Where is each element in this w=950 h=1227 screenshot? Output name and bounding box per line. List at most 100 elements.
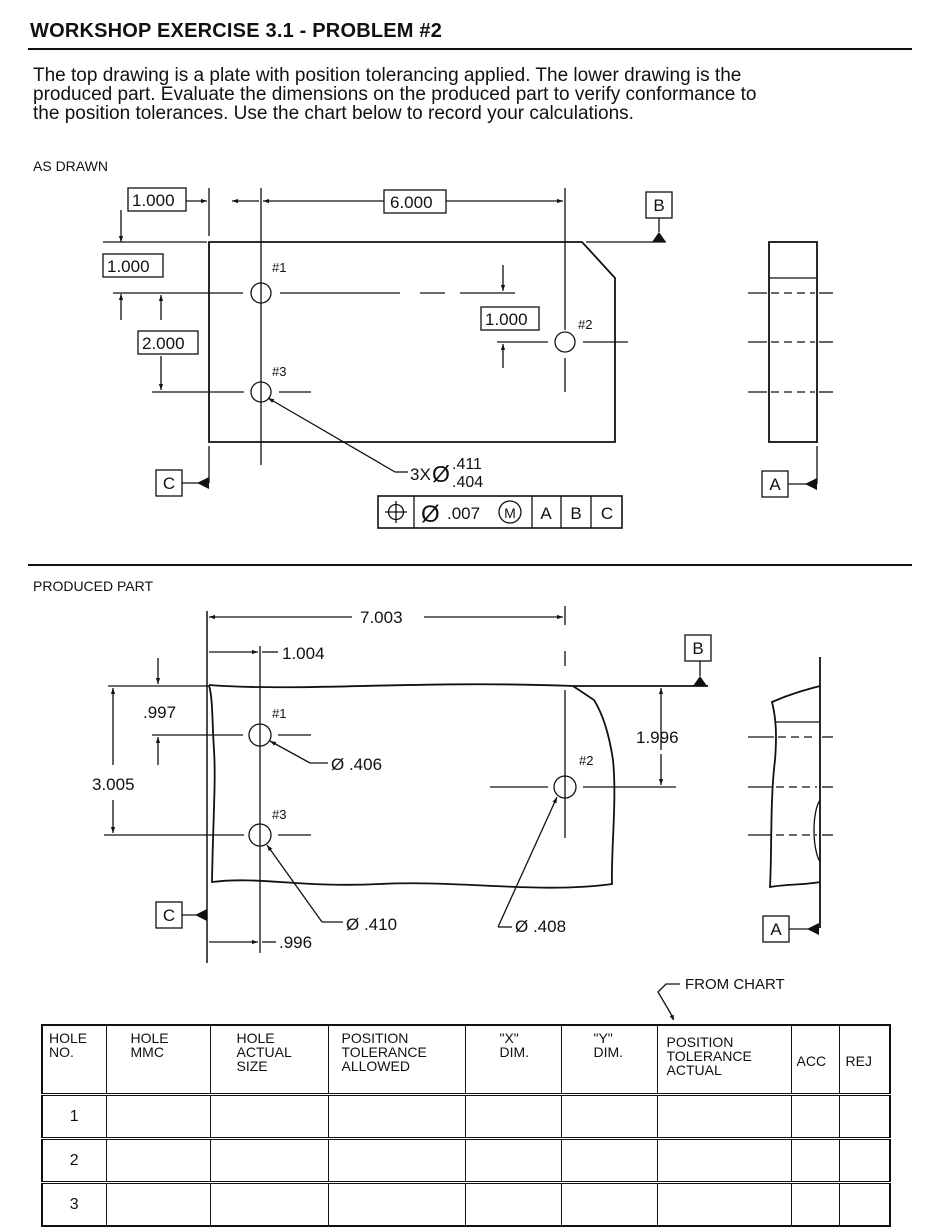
rej-cell[interactable] (838, 1181, 891, 1227)
svg-text:#3: #3 (272, 807, 286, 822)
position-tolerance-actual-cell[interactable] (656, 1137, 792, 1183)
produced-datum-c-triangle-icon (195, 909, 207, 921)
intro-text: The top drawing is a plate with position… (33, 66, 913, 123)
rej-cell[interactable] (838, 1137, 891, 1183)
dim-overall-x: 7.003 (360, 608, 403, 627)
produced-dim-texts: 7.003 1.004 .997 3.005 1.996 .996 Ø .406… (92, 608, 679, 952)
svg-text:#3: #3 (272, 364, 286, 379)
produced-hole-1 (248, 723, 272, 747)
hole-3 (250, 381, 272, 403)
svg-text:A: A (770, 920, 782, 939)
svg-text:C: C (163, 474, 175, 493)
as-drawn-label: AS DRAWN (33, 158, 108, 174)
header-x-dim: "X"DIM. (464, 1024, 562, 1095)
dim-hole2-offset: 1.000 (485, 310, 528, 329)
x-dim-cell[interactable] (464, 1181, 562, 1227)
hole-actual-size-cell[interactable] (209, 1181, 329, 1227)
hole-mmc-cell[interactable] (105, 1137, 211, 1183)
svg-text:B: B (653, 196, 664, 215)
hole-no-cell: 1 (41, 1093, 107, 1139)
hole-2 (554, 331, 576, 353)
y-dim-cell[interactable] (560, 1137, 658, 1183)
as-drawn-hole-labels: #1 #2 #3 (272, 260, 592, 379)
header-y-dim: "Y"DIM. (560, 1024, 658, 1095)
hole-mmc-cell[interactable] (105, 1181, 211, 1227)
x-dim-cell[interactable] (464, 1137, 562, 1183)
as-drawn-datum-triangles (197, 232, 817, 490)
plate-outline (208, 241, 616, 443)
produced-hole-labels: #1 #2 #3 (272, 706, 593, 822)
fcf-texts: Ø .007 M A B C (421, 501, 613, 528)
position-tolerance-actual-cell[interactable] (656, 1181, 792, 1227)
svg-text:.411: .411 (452, 456, 482, 473)
produced-datum-triangles (195, 676, 819, 935)
dim-hole1-x: 1.004 (282, 644, 325, 663)
intro-line: the position tolerances. Use the chart b… (33, 103, 634, 124)
produced-datum-a-triangle-icon (807, 923, 819, 935)
y-dim-cell[interactable] (560, 1093, 658, 1139)
mmc-modifier-icon (498, 500, 522, 524)
as-drawn-dim-boxes (102, 187, 540, 355)
acc-cell[interactable] (790, 1137, 840, 1183)
svg-text:3X: 3X (410, 465, 431, 484)
hole-size-1: Ø .406 (331, 755, 382, 774)
position-tolerance-allowed-cell[interactable] (327, 1181, 466, 1227)
acc-cell[interactable] (790, 1181, 840, 1227)
dim-hole-spacing-y: 3.005 (92, 775, 135, 794)
position-tolerance-actual-cell[interactable] (656, 1093, 792, 1139)
produced-part-label: PRODUCED PART (33, 578, 154, 594)
as-drawn-dim-texts: 1.000 6.000 1.000 2.000 1.000 (107, 191, 528, 353)
table-row: 1 (41, 1093, 891, 1139)
intro-line: produced part. Evaluate the dimensions o… (33, 84, 757, 105)
table-row: 3 (41, 1181, 891, 1227)
hole-callout: 3X Ø .411 .404 (410, 456, 483, 491)
rej-cell[interactable] (838, 1093, 891, 1139)
svg-text:C: C (601, 504, 613, 523)
produced-side-view-outline (769, 684, 821, 889)
dim-left-edge: 1.000 (132, 191, 175, 210)
datum-c-triangle-icon (197, 477, 209, 489)
y-dim-cell[interactable] (560, 1181, 658, 1227)
title-divider (28, 48, 912, 50)
position-tolerance-allowed-cell[interactable] (327, 1137, 466, 1183)
header-acc: ACC (790, 1024, 840, 1095)
intro-line: The top drawing is a plate with position… (33, 65, 742, 86)
x-dim-cell[interactable] (464, 1093, 562, 1139)
page-title: WORKSHOP EXERCISE 3.1 - PROBLEM #2 (30, 20, 443, 42)
side-view-outline (768, 241, 818, 443)
svg-text:A: A (769, 475, 781, 494)
svg-text:#1: #1 (272, 706, 286, 721)
hole-no-cell: 3 (41, 1181, 107, 1227)
header-rej: REJ (838, 1024, 891, 1095)
svg-text:C: C (163, 906, 175, 925)
from-chart-label: FROM CHART (685, 976, 785, 993)
dim-hole-spacing-y: 2.000 (142, 334, 185, 353)
svg-text:B: B (692, 639, 703, 658)
produced-datum-b-triangle-icon (693, 676, 707, 686)
svg-text:#2: #2 (579, 753, 593, 768)
hole-mmc-cell[interactable] (105, 1093, 211, 1139)
engineering-drawing: 1.000 6.000 1.000 2.000 1.000 #1 #2 #3 3… (92, 187, 833, 1020)
svg-text:M: M (504, 505, 516, 521)
section-divider (28, 564, 912, 566)
dim-hole2-y: 1.996 (636, 728, 679, 747)
acc-cell[interactable] (790, 1093, 840, 1139)
feature-control-frame (377, 495, 623, 529)
as-drawn-view (103, 188, 833, 529)
svg-text:Ø: Ø (421, 501, 440, 528)
hole-actual-size-cell[interactable] (209, 1137, 329, 1183)
svg-text:.007: .007 (447, 504, 480, 523)
as-drawn-datum-letters: B C A (163, 196, 781, 494)
dim-hole-spacing-x: 6.000 (390, 193, 433, 212)
dim-top-edge: 1.000 (107, 257, 150, 276)
hole-actual-size-cell[interactable] (209, 1093, 329, 1139)
position-tolerance-allowed-cell[interactable] (327, 1093, 466, 1139)
svg-text:#1: #1 (272, 260, 286, 275)
svg-text:.404: .404 (452, 474, 483, 491)
datum-a-triangle-icon (805, 478, 817, 490)
produced-hole-3 (248, 823, 272, 847)
